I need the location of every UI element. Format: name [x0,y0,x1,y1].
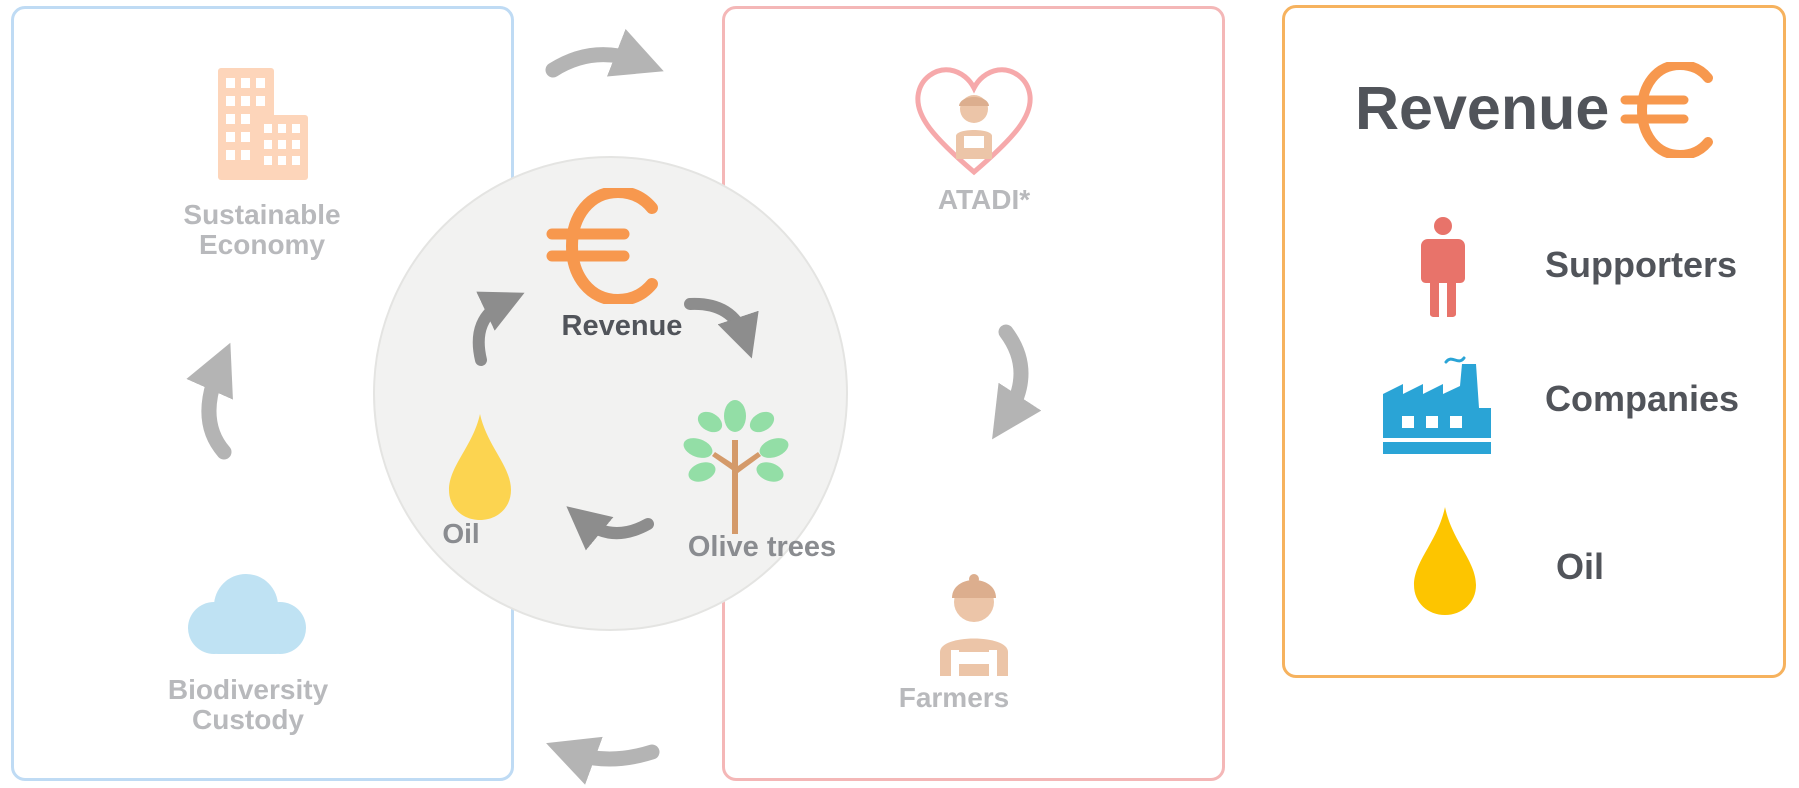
olive-tree-icon [683,400,789,534]
legend-euro-icon [1620,62,1713,158]
revenue-cycle-circle [373,156,848,631]
buildings-icon [218,68,308,180]
legend-label-supporters: Supporters [1545,244,1738,285]
atadi-label: ATADI* [937,184,1031,215]
factory-icon [1383,356,1491,454]
olive-trees-label: Olive trees [687,531,837,563]
farmer-icon [940,574,1008,676]
person-icon [1421,217,1465,317]
cloud-icon [188,574,306,654]
legend-panel [1282,5,1786,678]
legend-label-oil: Oil [1556,546,1605,587]
biodiversity-label: Biodiversity Custody [167,674,329,735]
economy-label: Sustainable Economy [183,199,341,260]
revenue-label: Revenue [561,310,683,342]
euro-icon [546,188,658,304]
farmers-label: Farmers [898,682,1010,713]
oil-label: Oil [442,518,480,549]
legend-oil-drop-icon [1414,507,1476,615]
arrow-left-to-middle [545,28,664,78]
legend-label-companies: Companies [1545,378,1740,419]
oil-drop-icon [449,414,511,520]
arrow-middle-to-left [546,736,660,785]
heart-farmer-icon [915,67,1033,176]
legend-title: Revenue [1355,74,1610,142]
